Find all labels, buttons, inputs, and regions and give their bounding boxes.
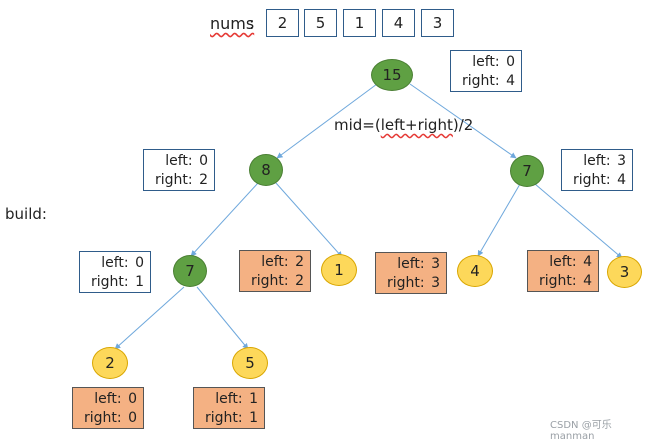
range-lr: left: 2 right: 2 xyxy=(239,250,311,292)
edge-right-rr xyxy=(534,183,623,259)
node-lr: 1 xyxy=(321,254,357,286)
edge-root-right xyxy=(409,83,517,159)
nums-colon: : xyxy=(249,14,255,33)
mid-left-right: left+right xyxy=(380,116,453,134)
edge-left-ll xyxy=(190,182,259,257)
node-rl: 4 xyxy=(457,255,493,287)
tree-edges xyxy=(114,83,623,350)
range-root: left: 0 right: 4 xyxy=(450,50,522,92)
range-lll: left: 0 right: 0 xyxy=(72,387,144,429)
build-label: build: xyxy=(5,205,47,223)
nums-cell-0: 2 xyxy=(266,9,299,37)
range-left: left: 0 right: 2 xyxy=(143,149,215,191)
edge-right-rl xyxy=(477,183,521,257)
node-left: 8 xyxy=(249,154,283,186)
mid-formula: mid=(left+right)/2 xyxy=(334,116,473,134)
range-right: left: 3 right: 4 xyxy=(561,149,633,191)
edge-ll-llr xyxy=(196,286,249,350)
node-rr: 3 xyxy=(607,256,642,288)
node-root: 15 xyxy=(371,59,413,91)
edge-left-lr xyxy=(275,182,343,258)
watermark: CSDN @可乐manman xyxy=(550,420,612,442)
mid-prefix: mid=( xyxy=(334,116,381,134)
range-rr: left: 4 right: 4 xyxy=(527,250,599,292)
nums-cell-1: 5 xyxy=(304,9,337,37)
node-ll: 7 xyxy=(173,255,207,287)
node-right: 7 xyxy=(510,155,544,187)
nums-cell-4: 3 xyxy=(421,9,454,37)
nums-cell-2: 1 xyxy=(343,9,376,37)
range-rl: left: 3 right: 3 xyxy=(375,252,447,294)
nums-cell-3: 4 xyxy=(382,9,415,37)
range-ll: left: 0 right: 1 xyxy=(79,251,151,293)
edge-ll-lll xyxy=(114,286,185,350)
node-lll: 2 xyxy=(92,347,128,379)
node-llr: 5 xyxy=(232,347,268,379)
edge-root-left xyxy=(276,83,378,159)
mid-suffix: )/2 xyxy=(452,116,474,134)
range-llr: left: 1 right: 1 xyxy=(193,387,265,429)
nums-label: nums xyxy=(210,14,255,33)
